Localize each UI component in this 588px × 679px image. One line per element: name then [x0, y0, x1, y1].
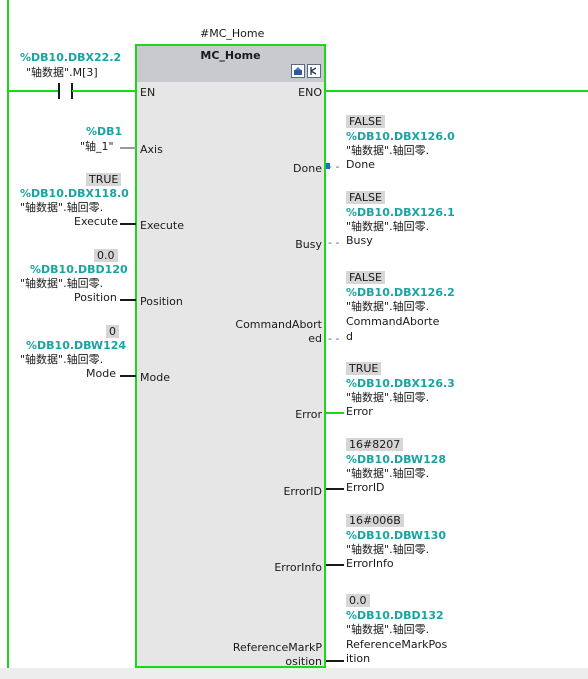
error-id-output-symbol-2[interactable]: ErrorID: [346, 481, 385, 494]
execute-input-address[interactable]: %DB10.DBX118.0: [20, 187, 129, 200]
error-id-output-value: 16#8207: [346, 438, 404, 451]
en-contact-left-bar[interactable]: [58, 83, 60, 99]
mode-wire: [120, 375, 136, 377]
command-aborted-output-symbol-3[interactable]: d: [346, 330, 353, 343]
pin-done: Done: [293, 162, 322, 175]
pin-position: Position: [140, 295, 183, 308]
error-wire: [326, 412, 344, 414]
block-title: MC_Home: [200, 49, 261, 62]
pin-error-info: ErrorInfo: [274, 561, 322, 574]
en-wire-left: [8, 90, 59, 92]
pin-command-aborted-line2: ed: [308, 332, 322, 345]
ref-mark-wire: [326, 660, 344, 662]
execute-input-value: TRUE: [86, 173, 122, 186]
done-output-address[interactable]: %DB10.DBX126.0: [346, 130, 455, 143]
command-aborted-output-symbol-1[interactable]: "轴数据".轴回零.: [346, 300, 430, 313]
mode-input-address[interactable]: %DB10.DBW124: [26, 339, 127, 352]
mc-home-block[interactable]: MC_Home: [135, 44, 326, 668]
ref-mark-output-value: 0.0: [346, 594, 370, 607]
error-id-wire: [326, 488, 344, 490]
command-aborted-output-symbol-2[interactable]: CommandAborte: [346, 315, 440, 328]
error-output-address[interactable]: %DB10.DBX126.3: [346, 377, 455, 390]
pin-reference-mark-line1: ReferenceMarkP: [232, 641, 322, 654]
error-id-output-symbol-1[interactable]: "轴数据".轴回零.: [346, 467, 430, 480]
error-info-output-value: 16#006B: [346, 514, 404, 527]
pin-command-aborted-line1: CommandAbort: [235, 318, 322, 331]
en-wire-right: [72, 90, 136, 92]
block-header: MC_Home: [137, 46, 324, 82]
error-output-value: TRUE: [346, 362, 382, 375]
execute-input-symbol-1[interactable]: "轴数据".轴回零.: [20, 201, 104, 214]
axis-input-address[interactable]: %DB1: [86, 125, 123, 138]
pin-busy: Busy: [295, 238, 322, 251]
command-aborted-output-dashes: - -: [328, 332, 340, 345]
ref-mark-output-symbol-1[interactable]: "轴数据".轴回零.: [346, 623, 430, 636]
editor-bottom-strip: [0, 668, 588, 679]
busy-output-value: FALSE: [346, 191, 385, 204]
ref-mark-output-symbol-2[interactable]: ReferenceMarkPos: [346, 638, 448, 651]
pin-execute: Execute: [140, 219, 184, 232]
pin-reference-mark-line2: osition: [285, 655, 322, 668]
busy-output-dashes: - -: [328, 236, 340, 249]
en-contact-symbol[interactable]: "轴数据".M[3]: [26, 66, 98, 79]
mode-input-value: 0: [106, 325, 119, 338]
eno-wire: [326, 90, 588, 92]
execute-wire: [120, 223, 136, 225]
position-input-address[interactable]: %DB10.DBD120: [30, 263, 128, 276]
block-info-icon[interactable]: [291, 64, 305, 78]
position-input-value: 0.0: [94, 249, 118, 262]
position-input-symbol-1[interactable]: "轴数据".轴回零.: [20, 277, 104, 290]
execute-input-symbol-2[interactable]: Execute: [74, 215, 118, 228]
error-output-symbol-2[interactable]: Error: [346, 405, 373, 418]
command-aborted-output-address[interactable]: %DB10.DBX126.2: [346, 286, 455, 299]
pin-error: Error: [295, 408, 322, 421]
command-aborted-output-value: FALSE: [346, 271, 385, 284]
ref-mark-output-symbol-3[interactable]: ition: [346, 652, 371, 665]
pin-en: EN: [140, 86, 156, 99]
busy-output-address[interactable]: %DB10.DBX126.1: [346, 206, 455, 219]
pin-axis: Axis: [140, 143, 163, 156]
left-power-rail: [7, 0, 9, 668]
pin-eno: ENO: [298, 86, 322, 99]
axis-input-symbol[interactable]: "轴_1": [80, 140, 114, 153]
done-output-symbol-1[interactable]: "轴数据".轴回零.: [346, 144, 430, 157]
mode-input-symbol-1[interactable]: "轴数据".轴回零.: [20, 353, 104, 366]
position-input-symbol-2[interactable]: Position: [74, 291, 117, 304]
ref-mark-output-address[interactable]: %DB10.DBD132: [346, 609, 444, 622]
pin-mode: Mode: [140, 371, 170, 384]
error-info-wire: [326, 564, 344, 566]
done-output-value: FALSE: [346, 115, 385, 128]
error-info-output-symbol-2[interactable]: ErrorInfo: [346, 557, 394, 570]
error-info-output-symbol-1[interactable]: "轴数据".轴回零.: [346, 543, 430, 556]
error-id-output-address[interactable]: %DB10.DBW128: [346, 453, 447, 466]
error-info-output-address[interactable]: %DB10.DBW130: [346, 529, 447, 542]
done-wire-end: [326, 163, 330, 169]
axis-wire: [120, 147, 136, 149]
block-monitor-icon[interactable]: [307, 64, 321, 78]
instance-db-name[interactable]: #MC_Home: [200, 27, 265, 40]
busy-output-symbol-2[interactable]: Busy: [346, 234, 373, 247]
busy-output-symbol-1[interactable]: "轴数据".轴回零.: [346, 220, 430, 233]
en-contact-address[interactable]: %DB10.DBX22.2: [20, 51, 122, 64]
pin-error-id: ErrorID: [283, 485, 322, 498]
position-wire: [120, 299, 136, 301]
done-output-symbol-2[interactable]: Done: [346, 158, 375, 171]
error-output-symbol-1[interactable]: "轴数据".轴回零.: [346, 391, 430, 404]
done-output-dashes: - -: [328, 160, 340, 173]
mode-input-symbol-2[interactable]: Mode: [86, 367, 116, 380]
